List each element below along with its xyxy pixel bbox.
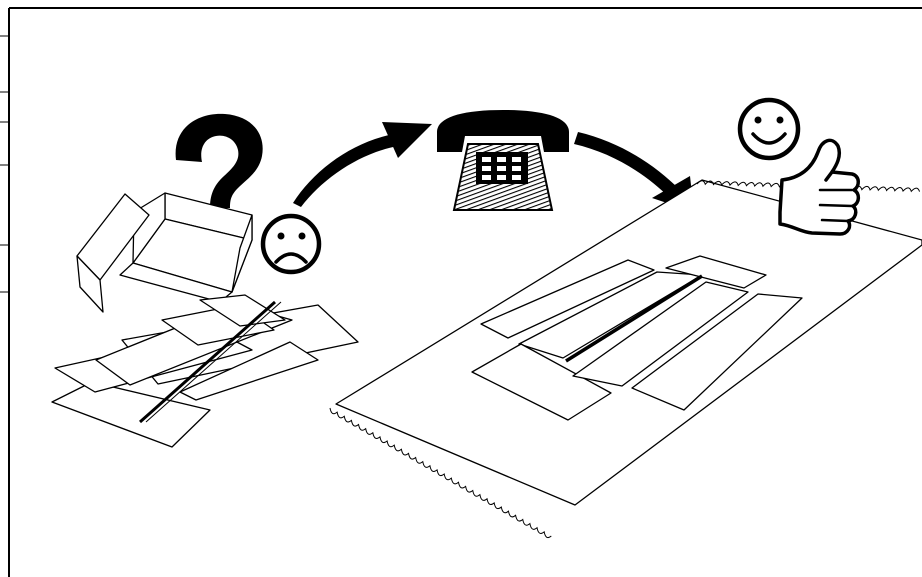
- thumbs-up-icon: [778, 138, 861, 236]
- loose-boards-icon: [51, 294, 359, 448]
- open-box-icon: [76, 192, 253, 313]
- telephone-icon: [437, 110, 569, 211]
- sad-face-icon: [260, 213, 322, 275]
- arranged-boards-icon: [471, 255, 803, 421]
- happy-face-icon: [737, 97, 801, 161]
- frame: [0, 7, 922, 577]
- arrow-icon: [293, 122, 432, 207]
